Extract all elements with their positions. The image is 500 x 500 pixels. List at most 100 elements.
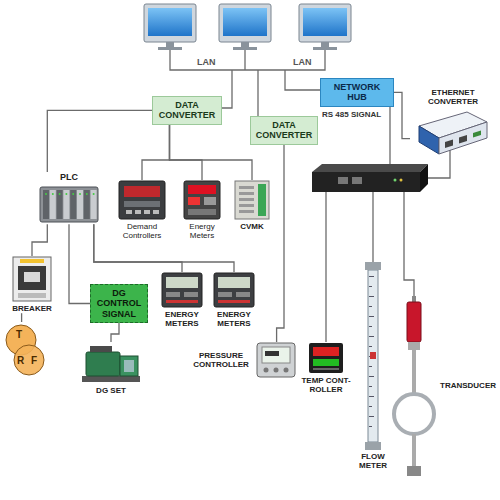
plc-unit-picture-part-part [50, 190, 56, 219]
dg-set: DG SET [76, 342, 146, 395]
demand-controller-picture [118, 180, 166, 220]
demand-controller-picture-part [118, 180, 166, 220]
plc-unit: PLC [38, 172, 100, 224]
label-text: ENERGY METERS [158, 310, 206, 328]
energy-meter-picture-part [213, 272, 255, 308]
computer [144, 4, 196, 50]
flow-meter-picture-part [364, 262, 382, 450]
flow-meter-picture-part-part [369, 326, 372, 327]
label-text: DG SET [76, 386, 146, 395]
transducer-picture-part-part [394, 394, 434, 434]
plc-unit-picture [39, 184, 99, 224]
rs485-converter-part [352, 177, 362, 184]
plc-unit-picture-part-part [72, 193, 74, 195]
energy-meter-picture-part-part [218, 300, 250, 303]
dg-set-picture-part-part [86, 352, 120, 376]
plc-unit-picture-part-part [52, 193, 54, 195]
label-text: DATA CONVERTER [155, 100, 219, 121]
plc-unit-picture-part [39, 184, 99, 224]
flow-meter: FLOW METER [356, 262, 390, 470]
flow-meter-picture-part-part [370, 352, 376, 359]
cvmk-unit-picture [234, 180, 270, 220]
label-text: TEMP CONT- ROLLER [299, 376, 353, 394]
pressure-controller-picture-part-part [265, 351, 279, 356]
energy-meter-picture-part-part [184, 181, 220, 219]
flow-meter-picture-part-part [369, 386, 372, 387]
cvmk-unit-picture-part-part [239, 210, 254, 213]
demand-controller-picture-part-part [124, 201, 160, 207]
signal-box: DG CONTROL SIGNAL [90, 284, 148, 323]
plc-unit-picture-part-part [57, 190, 63, 219]
breaker-unit-picture [12, 256, 52, 302]
energy-meter-picture-part [161, 272, 203, 308]
energy-meter-picture-part-part [188, 197, 200, 205]
connector-line [170, 125, 203, 180]
transducer: TRANSDUCER [390, 296, 496, 476]
connector-line [47, 110, 152, 172]
cvmk-unit-picture-part-part [258, 184, 266, 216]
cvmk-unit-picture-part-part [239, 192, 254, 195]
plc-unit-picture-part-part [84, 190, 90, 219]
computer-part [219, 4, 271, 42]
computer [299, 4, 351, 50]
network-label: LAN [293, 57, 312, 67]
transducer-picture-part-part [408, 342, 420, 350]
connector-line [277, 145, 284, 342]
label-text: DG CONTROL SIGNAL [93, 288, 145, 319]
plc-unit-picture-part-part [79, 193, 81, 195]
transducer-picture-part-part [407, 466, 421, 476]
flow-meter-picture-part-part [365, 262, 381, 270]
flow-meter-picture-part-part [368, 270, 378, 442]
temp-controller-picture-part [308, 342, 344, 374]
label-text: DATA CONVERTER [253, 120, 315, 141]
network-label: LAN [197, 57, 216, 67]
ethernet-converter-picture-part-part [439, 122, 487, 154]
flow-meter-picture-part-part [369, 416, 374, 417]
dg-set-picture-part-part [120, 356, 138, 376]
lan-wire-part [389, 104, 390, 164]
cvmk-unit-picture-part-part [239, 204, 254, 207]
flow-meter-picture-part-part [369, 396, 374, 397]
flow-meter-picture-part-part [369, 426, 372, 427]
breaker-unit: BREAKER [6, 256, 58, 313]
dg-set-picture-part-part [90, 346, 112, 352]
label-text: Demand Controllers [112, 222, 172, 240]
label-text: NETWORK HUB [323, 82, 391, 103]
energy-meter-picture [161, 272, 203, 308]
connector-line [142, 125, 170, 180]
label-text: FLOW METER [356, 452, 390, 470]
transducer-picture-part-part [412, 350, 416, 394]
computer-part [233, 47, 257, 50]
energy-meter-picture-part-part [218, 292, 232, 297]
ethernet-converter-picture-part-part [419, 126, 439, 154]
ethernet-converter: ETHERNET CONVERTER [410, 88, 496, 158]
pressure-controller-picture-part-part [284, 368, 289, 373]
plc-unit-picture-part-part [93, 193, 95, 195]
plc-unit-picture-part-part [43, 190, 49, 219]
temp-controller-picture-part-part [313, 368, 339, 370]
flow-meter-picture [364, 262, 382, 450]
flow-meter-picture-part-part [369, 286, 372, 287]
computer-part [299, 4, 351, 42]
pressure-controller-picture-part-part [264, 368, 269, 373]
pressure-controller-picture-part-part [257, 343, 295, 377]
transducer-picture-part-part [407, 302, 421, 342]
energy-meter-picture [213, 272, 255, 308]
rs485-converter-part [312, 164, 428, 172]
computer-part [303, 8, 347, 36]
energy-meter: ENERGY METERS [158, 272, 206, 328]
energy-meter: Energy Meters [178, 180, 226, 240]
demand-controller-picture-part-part [126, 210, 132, 214]
connector-line [394, 92, 410, 138]
lan-wire-part [325, 192, 326, 342]
plc-unit-picture-part-part [70, 190, 76, 219]
flow-meter-picture-part-part [369, 346, 372, 347]
cvmk-unit: CVMK [232, 180, 272, 231]
energy-meter: ENERGY METERS [210, 272, 258, 328]
energy-meter-picture-part-part [188, 185, 216, 194]
plc-unit-picture-part-part [91, 190, 97, 219]
